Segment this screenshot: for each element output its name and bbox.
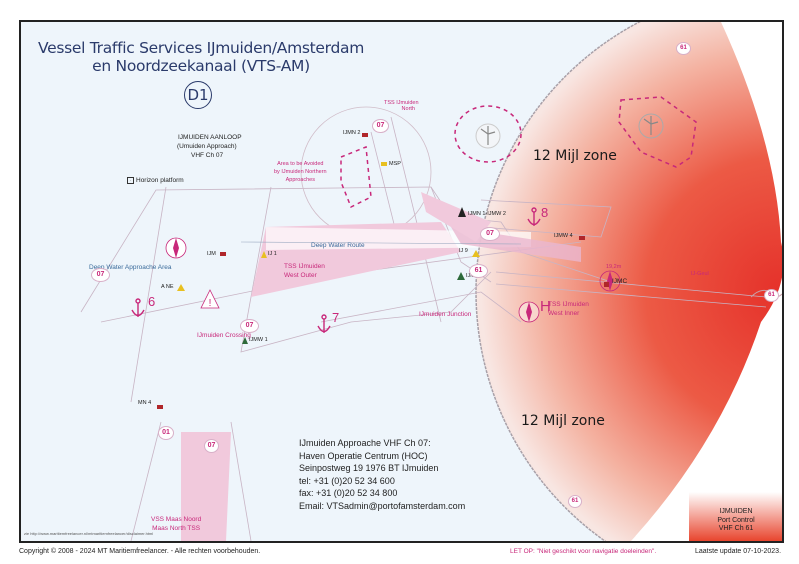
anchorage-number: 7: [332, 310, 340, 325]
twelve-mile-zone-label-upper: 12 Mijl zone: [533, 148, 617, 164]
buoy-label[interactable]: IJMW 4: [554, 233, 573, 239]
depth-label: 19,2m: [606, 264, 622, 270]
deep-water-route-label: Deep Water Route: [311, 242, 365, 249]
contact-line1: IJmuiden Approache VHF Ch 07:: [299, 438, 431, 448]
nautical-map: !: [80, 22, 782, 541]
contact-address: Seinpostweg 19 1976 BT IJmuiden: [299, 463, 439, 473]
deep-water-approach-label: Deep Water Approache Area: [89, 264, 172, 271]
warning-triangle-icon: !: [200, 289, 220, 309]
sector-subtitle: (Umuiden Approach): [177, 143, 237, 150]
ijmuiden-crossing-label: IJmuiden Crossing: [197, 332, 251, 339]
sector-badge: D1: [184, 81, 212, 109]
anchorage-icon: [131, 298, 145, 317]
buoy-label[interactable]: IJ 1: [268, 251, 277, 257]
buoy-label[interactable]: IJMN 1-IJMW 2: [468, 211, 506, 217]
contact-tel[interactable]: tel: +31 (0)20 52 34 600: [299, 475, 395, 486]
copyright: Copyright © 2008 - 2024 MT Maritiemfreel…: [19, 548, 261, 555]
anchorage-icon: [527, 207, 541, 226]
svg-text:!: !: [209, 298, 212, 309]
buoy-label[interactable]: IJMC: [612, 278, 628, 285]
vhf-channel-callout[interactable]: 07: [240, 314, 259, 333]
horizon-platform[interactable]: ·Horizon platform: [127, 177, 184, 184]
buoy-label[interactable]: IJM: [207, 251, 216, 257]
contact-email[interactable]: Email: VTSadmin@portofamsterdam.com: [299, 500, 466, 511]
pilot-boarding-icon: [165, 237, 187, 259]
buoy-label[interactable]: IJ 9: [459, 248, 468, 254]
buoy-label[interactable]: MN 4: [138, 400, 152, 406]
twelve-mile-zone: [475, 22, 782, 541]
last-updated: Laatste update 07-10-2023.: [695, 548, 782, 555]
contact-fax: fax: +31 (0)20 52 34 800: [299, 488, 398, 498]
sector-name: IJMUIDEN AANLOOP: [178, 134, 242, 141]
wind-turbine-icon: [638, 113, 664, 139]
vhf-channel-callout[interactable]: 07: [204, 434, 219, 453]
anchorage-number: 6: [148, 294, 156, 309]
buoy-label[interactable]: IJMW 1: [249, 337, 268, 343]
map-title-line1: Vessel Traffic Services IJmuiden/Amsterd…: [38, 39, 364, 57]
sector-channel: VHF Ch 07: [191, 152, 224, 159]
map-title-line2: en Noordzeekanaal (VTS-AM): [92, 57, 310, 75]
vhf-channel-callout[interactable]: 07: [480, 222, 500, 241]
maas-north-tss-lane: [181, 432, 231, 541]
contact-line2: Haven Operatie Centrum (HOC): [299, 450, 428, 461]
disclaimer-link[interactable]: zie http://www.maritiemfreelancer.nl/mtm…: [24, 531, 154, 536]
vhf-channel-callout[interactable]: 61: [764, 283, 779, 302]
vhf-channel-callout[interactable]: 61: [568, 489, 582, 508]
pilot-area-letter: H: [540, 298, 551, 315]
ij-geul-label: IJ-Geul: [691, 271, 709, 277]
buoy-markers: [157, 133, 609, 409]
anchorage-number: 8: [541, 205, 549, 220]
horizon-platform-label: Horizon platform: [136, 177, 184, 185]
port-control-label: IJMUIDEN Port Control VHF Ch 61: [717, 508, 755, 532]
vhf-channel-callout[interactable]: 01: [158, 421, 174, 440]
port-control-box: [689, 492, 782, 541]
buoy-label[interactable]: MSP: [389, 161, 401, 167]
anchorage-icon: [317, 314, 331, 333]
buoy-label[interactable]: IJMN 2: [343, 130, 361, 136]
chart-frame: ! Vessel Traffic Services IJmuiden/Amst: [19, 20, 784, 543]
land-area: [631, 22, 782, 541]
pilot-boarding-icon: [518, 301, 540, 323]
sector-badge-label: D1: [187, 86, 209, 104]
navigation-warning: LET OP: "Niet geschikt voor navigatie do…: [510, 548, 657, 555]
wind-turbine-icon: [475, 123, 501, 149]
vhf-channel-callout[interactable]: 07: [372, 114, 389, 133]
vhf-channel-callout[interactable]: 07: [91, 263, 110, 282]
platform-icon: ·: [127, 177, 134, 184]
buoy-label[interactable]: A NE: [161, 284, 174, 290]
ijmuiden-junction-label: IJmuiden Junction: [419, 311, 472, 318]
twelve-mile-zone-label-lower: 12 Mijl zone: [521, 413, 605, 429]
vhf-channel-callout[interactable]: 61: [676, 36, 691, 55]
vhf-channel-callout[interactable]: 61: [469, 259, 488, 278]
contact-block: IJmuiden Approache VHF Ch 07: Haven Oper…: [299, 437, 465, 512]
